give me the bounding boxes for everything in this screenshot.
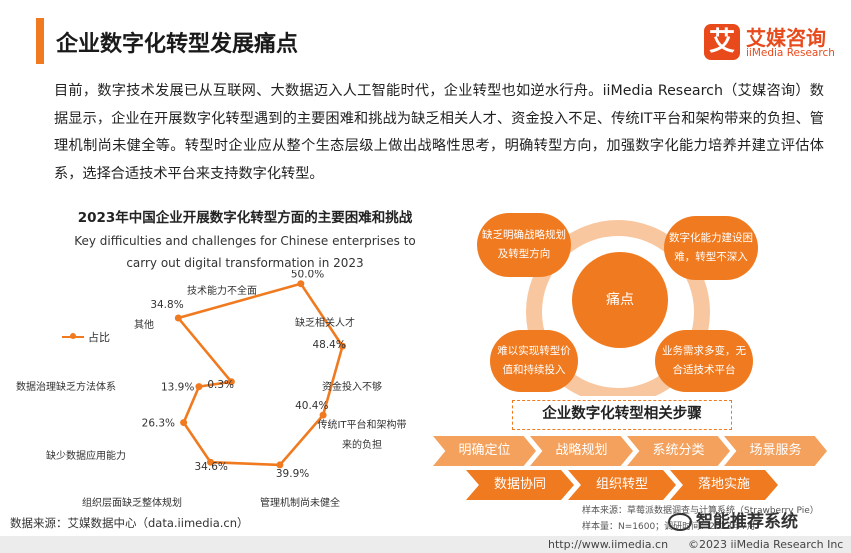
- data-point: [195, 383, 203, 391]
- data-source: 数据来源：艾媒数据中心（data.iimedia.cn）: [10, 516, 249, 530]
- category-label: 管理机制尚未健全: [260, 496, 340, 509]
- intro-paragraph: 目前，数字技术发展已从互联网、大数据迈入人工智能时代，企业转型也如逆水行舟。ii…: [54, 83, 824, 182]
- sample-size: 样本量：N=1600；调研时间：2023年7月: [582, 522, 756, 532]
- value-label: 40.4%: [295, 400, 328, 412]
- footer-copyright: ©2023 iiMedia Research Inc: [688, 538, 844, 551]
- step-chevron: 场景服务: [724, 436, 827, 466]
- data-point: [319, 411, 327, 419]
- chart-title: 2023年中国企业开展数字化转型方面的主要困难和挑战: [77, 210, 413, 226]
- page-title: 企业数字化转型发展痛点: [56, 32, 299, 57]
- category-label: 技术能力不全面: [187, 284, 257, 297]
- step-chevron: 落地实施: [670, 470, 778, 500]
- step-chevron: 组织转型: [568, 470, 676, 500]
- data-point: [276, 461, 284, 469]
- data-point: [180, 419, 188, 427]
- series-line: [176, 282, 344, 467]
- data-point: [174, 314, 182, 322]
- category-label: 组织层面缺乏整体规划: [82, 496, 182, 509]
- chart-legend: 占比: [62, 329, 110, 345]
- step-chevron: 系统分类: [627, 436, 730, 466]
- data-point: [207, 458, 215, 466]
- data-point: [227, 378, 235, 386]
- pain-center: 痛点: [572, 252, 668, 348]
- value-label: 0.3%: [207, 379, 234, 391]
- pain-item: 数字化能力建设困难，转型不深入: [664, 216, 758, 280]
- pain-item: 缺乏明确战略规划及转型方向: [477, 213, 571, 277]
- category-label: 缺乏相关人才: [295, 316, 355, 329]
- step-chevron: 数据协同: [466, 470, 574, 500]
- value-label: 50.0%: [291, 270, 324, 281]
- sample-source: 样本来源：草莓派数据调查与计算系统（Strawberry Pie）: [582, 506, 819, 516]
- logo-name-en: iiMedia Research: [746, 47, 835, 59]
- steps-title: 企业数字化转型相关步骤: [512, 400, 732, 430]
- category-label: 数据治理缺乏方法体系: [16, 380, 116, 393]
- chart-subtitle-en: Key difficulties and challenges for Chin…: [74, 234, 416, 270]
- legend-label: 占比: [88, 331, 110, 344]
- category-label: 缺少数据应用能力: [46, 449, 126, 462]
- logo-name-cn: 艾媒咨询: [746, 26, 826, 50]
- wechat-icon: [668, 513, 692, 531]
- value-label: 13.9%: [161, 382, 194, 394]
- watermark: 智能推荐系统: [668, 507, 798, 532]
- legend-line-icon: [62, 333, 84, 339]
- value-label: 26.3%: [142, 418, 175, 430]
- data-point: [338, 342, 346, 350]
- pain-points-diagram: [526, 220, 710, 396]
- category-label: 传统IT平台和架构带来的负担: [317, 418, 406, 451]
- category-label: 其他: [134, 318, 154, 331]
- category-label: 资金投入不够: [322, 380, 382, 393]
- title-accent-bar: [36, 18, 44, 64]
- radar-chart: 50.0% 48.4% 40.4% 39.9% 34.6% 26.3% 13.9% 0.3% 3…: [16, 270, 407, 509]
- logo-mark-icon: 艾: [704, 24, 740, 60]
- logo: 艾 艾媒咨询 iiMedia Research: [704, 24, 839, 64]
- step-chevron: 战略规划: [530, 436, 633, 466]
- step-chevron: 明确定位: [433, 436, 536, 466]
- watermark-text: 智能推荐系统: [696, 512, 798, 532]
- value-label: 34.8%: [150, 299, 183, 311]
- value-label: 39.9%: [276, 468, 309, 480]
- footer: http://www.iimedia.cn ©2023 iiMedia Rese…: [0, 536, 851, 553]
- data-point: [297, 280, 305, 288]
- pain-item: 业务需求多变，无合适技术平台: [655, 330, 753, 392]
- value-label: 34.6%: [195, 461, 228, 473]
- footer-url: http://www.iimedia.cn: [548, 538, 669, 551]
- value-label: 48.4%: [312, 339, 345, 351]
- pain-item: 难以实现转型价值和持续投入: [490, 330, 578, 392]
